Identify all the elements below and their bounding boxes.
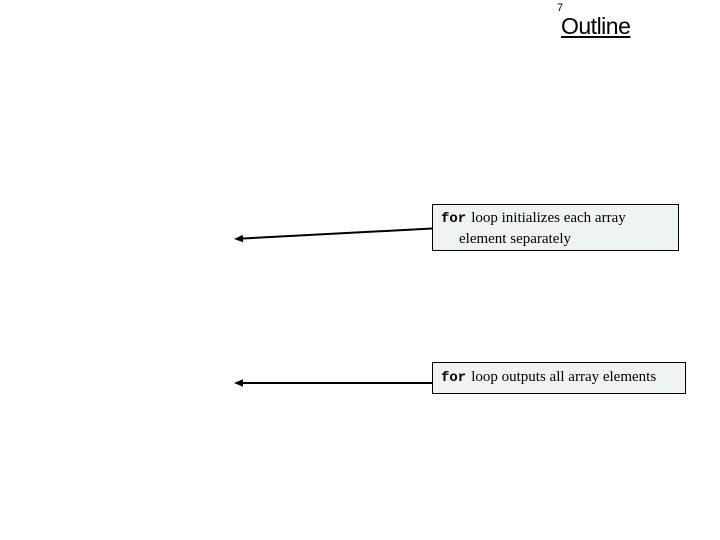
callout-text: loop outputs all array elements bbox=[471, 369, 657, 385]
callout-text: loop initializes each array bbox=[471, 210, 626, 226]
callout-line: element separately bbox=[459, 229, 670, 249]
code-keyword-for: for bbox=[441, 370, 467, 386]
callout-text: element separately bbox=[459, 231, 572, 247]
callout-arrow-bottom bbox=[234, 379, 432, 387]
page-number: 7 bbox=[557, 2, 564, 14]
callout-arrow-top bbox=[234, 227, 433, 243]
code-keyword-for: for bbox=[441, 211, 467, 227]
slide-title: Outline bbox=[561, 13, 631, 39]
